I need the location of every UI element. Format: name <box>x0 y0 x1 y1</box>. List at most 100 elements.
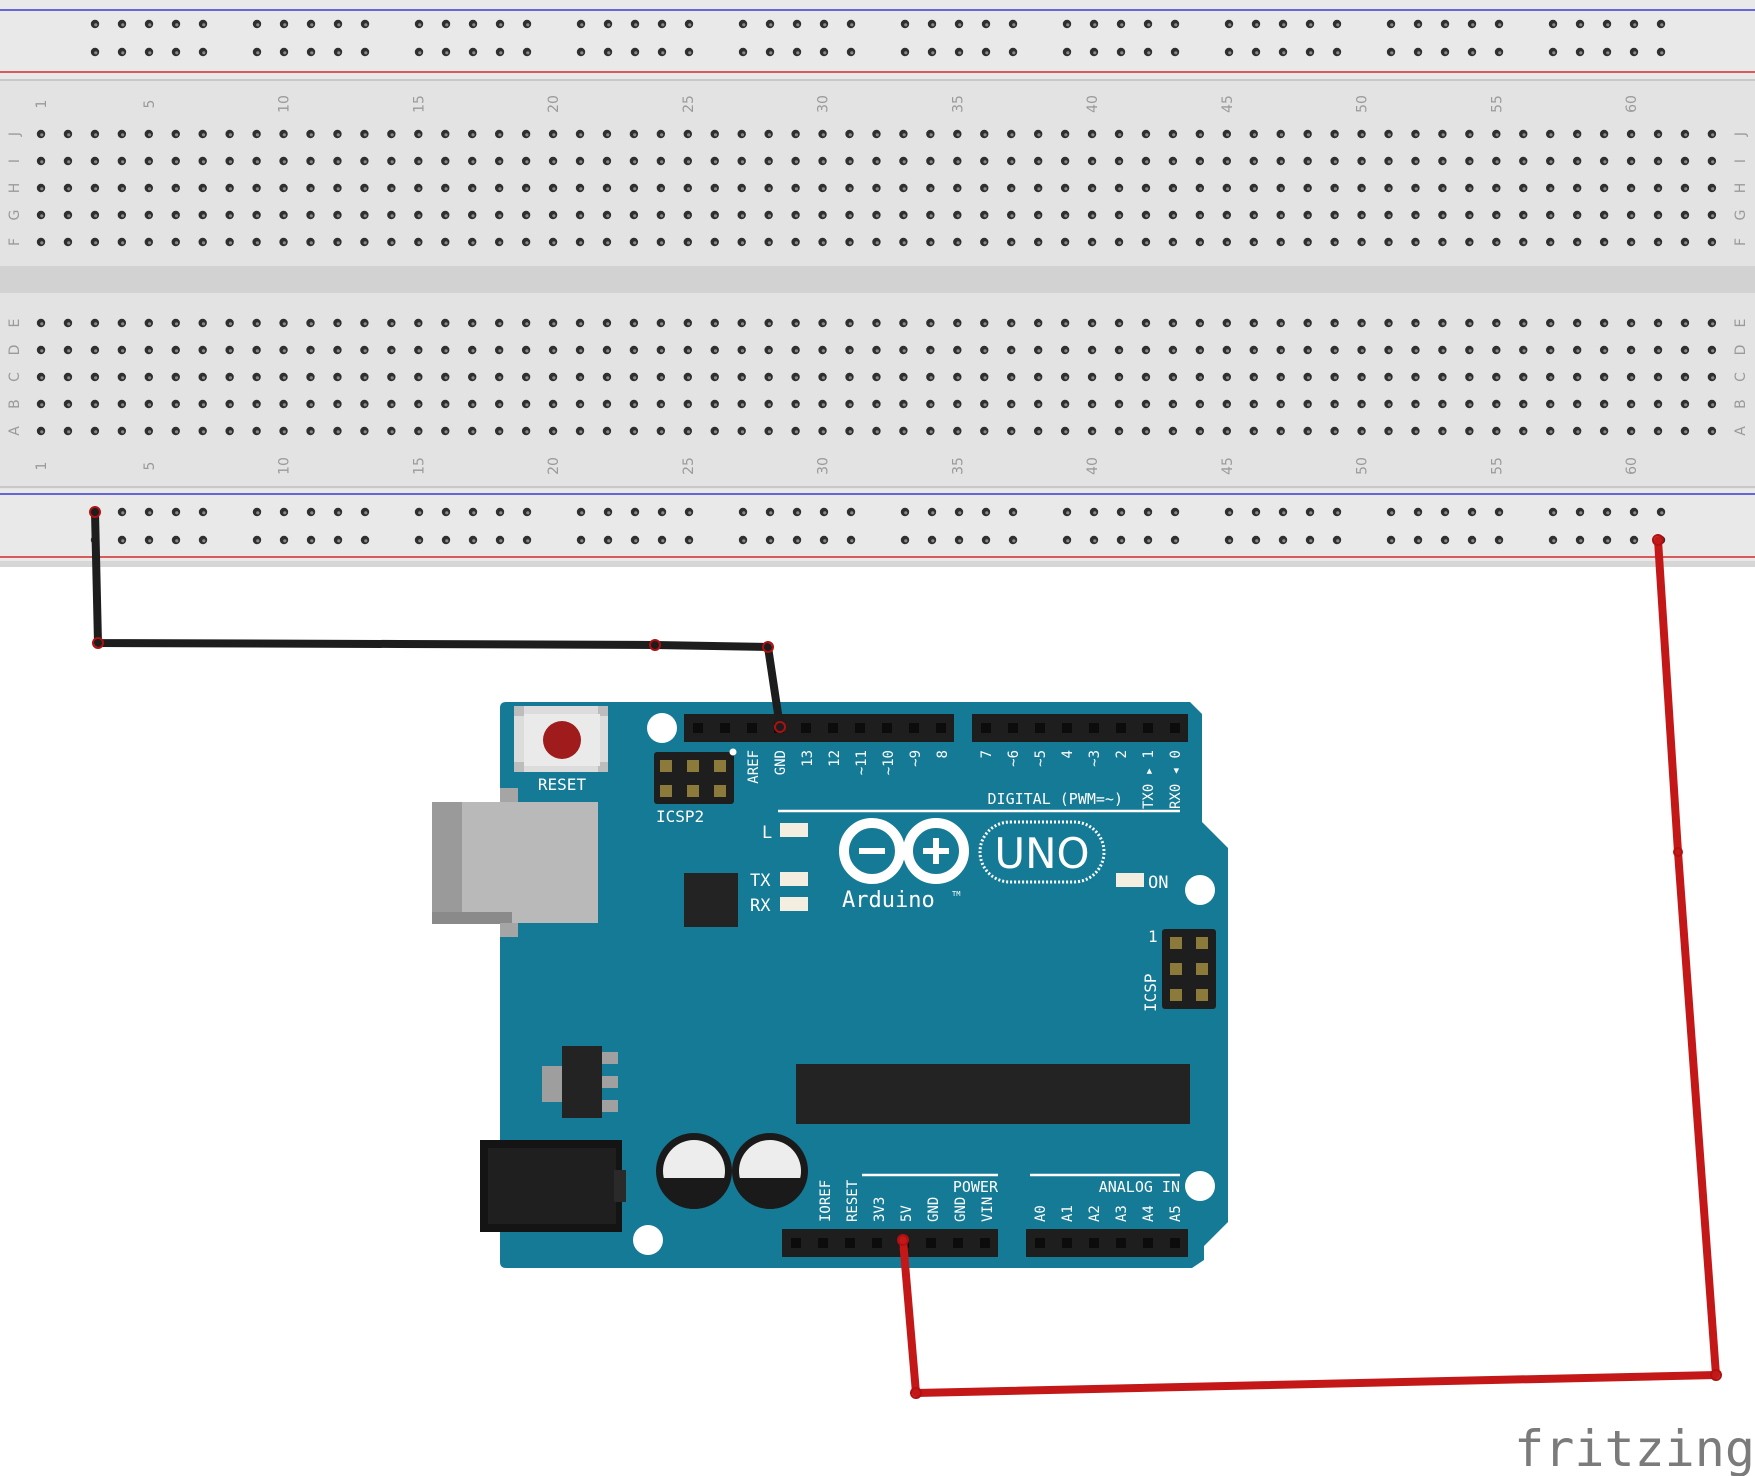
breadboard-hole[interactable] <box>1251 47 1261 57</box>
breadboard-hole[interactable] <box>1602 535 1612 545</box>
breadboard-hole[interactable] <box>1707 183 1717 193</box>
breadboard-hole[interactable] <box>1492 345 1501 355</box>
breadboard-hole[interactable] <box>764 237 773 247</box>
breadboard-hole[interactable] <box>1222 237 1232 247</box>
breadboard-hole[interactable] <box>63 345 73 355</box>
breadboard-hole[interactable] <box>1278 507 1288 517</box>
breadboard-hole[interactable] <box>1546 426 1555 436</box>
breadboard-hole[interactable] <box>1438 399 1447 409</box>
breadboard-hole[interactable] <box>926 129 935 139</box>
breadboard-hole[interactable] <box>1087 156 1097 166</box>
breadboard-hole[interactable] <box>1384 156 1393 166</box>
breadboard-hole[interactable] <box>1087 426 1097 436</box>
breadboard-hole[interactable] <box>1680 129 1690 139</box>
breadboard-hole[interactable] <box>548 426 558 436</box>
breadboard-hole[interactable] <box>791 345 800 355</box>
breadboard-hole[interactable] <box>738 507 748 517</box>
breadboard-hole[interactable] <box>872 426 881 436</box>
breadboard-hole[interactable] <box>1276 156 1285 166</box>
breadboard-hole[interactable] <box>1465 210 1474 220</box>
breadboard-hole[interactable] <box>441 372 450 382</box>
breadboard-hole[interactable] <box>306 237 315 247</box>
breadboard-hole[interactable] <box>360 345 369 355</box>
breadboard-hole[interactable] <box>1060 318 1070 328</box>
breadboard-hole[interactable] <box>1384 237 1393 247</box>
breadboard-hole[interactable] <box>1357 426 1366 436</box>
breadboard-hole[interactable] <box>333 156 342 166</box>
breadboard-hole[interactable] <box>656 399 666 409</box>
breadboard-hole[interactable] <box>872 345 881 355</box>
breadboard-hole[interactable] <box>279 183 288 193</box>
breadboard-hole[interactable] <box>1572 183 1582 193</box>
breadboard-hole[interactable] <box>1438 345 1447 355</box>
breadboard-hole[interactable] <box>1411 156 1420 166</box>
breadboard-hole[interactable] <box>333 19 343 29</box>
breadboard-hole[interactable] <box>845 345 854 355</box>
breadboard-hole[interactable] <box>1467 47 1477 57</box>
header-pin[interactable] <box>801 723 811 733</box>
breadboard-hole[interactable] <box>683 237 692 247</box>
breadboard-hole[interactable] <box>306 19 316 29</box>
breadboard-hole[interactable] <box>1007 318 1016 328</box>
breadboard-hole[interactable] <box>791 426 800 436</box>
breadboard-hole[interactable] <box>1411 237 1420 247</box>
breadboard-hole[interactable] <box>198 426 207 436</box>
breadboard-hole[interactable] <box>1467 535 1477 545</box>
breadboard-hole[interactable] <box>818 318 827 328</box>
breadboard-hole[interactable] <box>1546 318 1555 328</box>
breadboard-hole[interactable] <box>1141 399 1151 409</box>
breadboard-hole[interactable] <box>441 426 450 436</box>
breadboard-hole[interactable] <box>225 399 234 409</box>
breadboard-hole[interactable] <box>360 318 369 328</box>
breadboard-hole[interactable] <box>1008 47 1018 57</box>
breadboard-hole[interactable] <box>1007 237 1016 247</box>
breadboard-hole[interactable] <box>1114 183 1124 193</box>
breadboard-hole[interactable] <box>845 318 854 328</box>
breadboard-hole[interactable] <box>954 507 964 517</box>
breadboard-hole[interactable] <box>548 318 558 328</box>
breadboard-hole[interactable] <box>1492 156 1501 166</box>
breadboard-hole[interactable] <box>495 47 505 57</box>
breadboard-hole[interactable] <box>1114 372 1124 382</box>
breadboard-hole[interactable] <box>1546 156 1555 166</box>
breadboard-hole[interactable] <box>1680 399 1690 409</box>
breadboard-hole[interactable] <box>575 426 585 436</box>
breadboard-hole[interactable] <box>765 507 775 517</box>
breadboard-hole[interactable] <box>494 345 504 355</box>
breadboard-hole[interactable] <box>548 237 558 247</box>
breadboard-hole[interactable] <box>1494 47 1504 57</box>
breadboard-hole[interactable] <box>1195 183 1205 193</box>
breadboard-hole[interactable] <box>1572 129 1582 139</box>
breadboard-hole[interactable] <box>1033 183 1043 193</box>
breadboard-hole[interactable] <box>1519 237 1528 247</box>
breadboard-hole[interactable] <box>1519 129 1528 139</box>
breadboard-hole[interactable] <box>441 507 451 517</box>
breadboard-hole[interactable] <box>387 183 396 193</box>
breadboard-hole[interactable] <box>1653 426 1663 436</box>
breadboard-hole[interactable] <box>1357 210 1366 220</box>
breadboard-hole[interactable] <box>117 210 127 220</box>
breadboard-hole[interactable] <box>1599 183 1609 193</box>
breadboard-hole[interactable] <box>1249 237 1258 247</box>
breadboard-hole[interactable] <box>1062 47 1072 57</box>
breadboard-hole[interactable] <box>899 156 908 166</box>
breadboard-hole[interactable] <box>656 372 666 382</box>
breadboard-hole[interactable] <box>845 372 854 382</box>
breadboard-hole[interactable] <box>144 19 154 29</box>
breadboard-hole[interactable] <box>144 507 154 517</box>
breadboard-hole[interactable] <box>333 535 343 545</box>
breadboard-hole[interactable] <box>494 129 504 139</box>
breadboard-hole[interactable] <box>279 237 288 247</box>
breadboard-hole[interactable] <box>1653 183 1663 193</box>
breadboard-hole[interactable] <box>1680 318 1690 328</box>
breadboard-hole[interactable] <box>521 399 531 409</box>
breadboard-hole[interactable] <box>738 19 748 29</box>
breadboard-hole[interactable] <box>1033 345 1043 355</box>
breadboard-hole[interactable] <box>845 183 854 193</box>
breadboard-hole[interactable] <box>1384 318 1393 328</box>
breadboard-hole[interactable] <box>791 399 800 409</box>
breadboard-hole[interactable] <box>1438 318 1447 328</box>
breadboard-hole[interactable] <box>1007 372 1016 382</box>
breadboard-hole[interactable] <box>306 318 315 328</box>
breadboard-hole[interactable] <box>1492 237 1501 247</box>
